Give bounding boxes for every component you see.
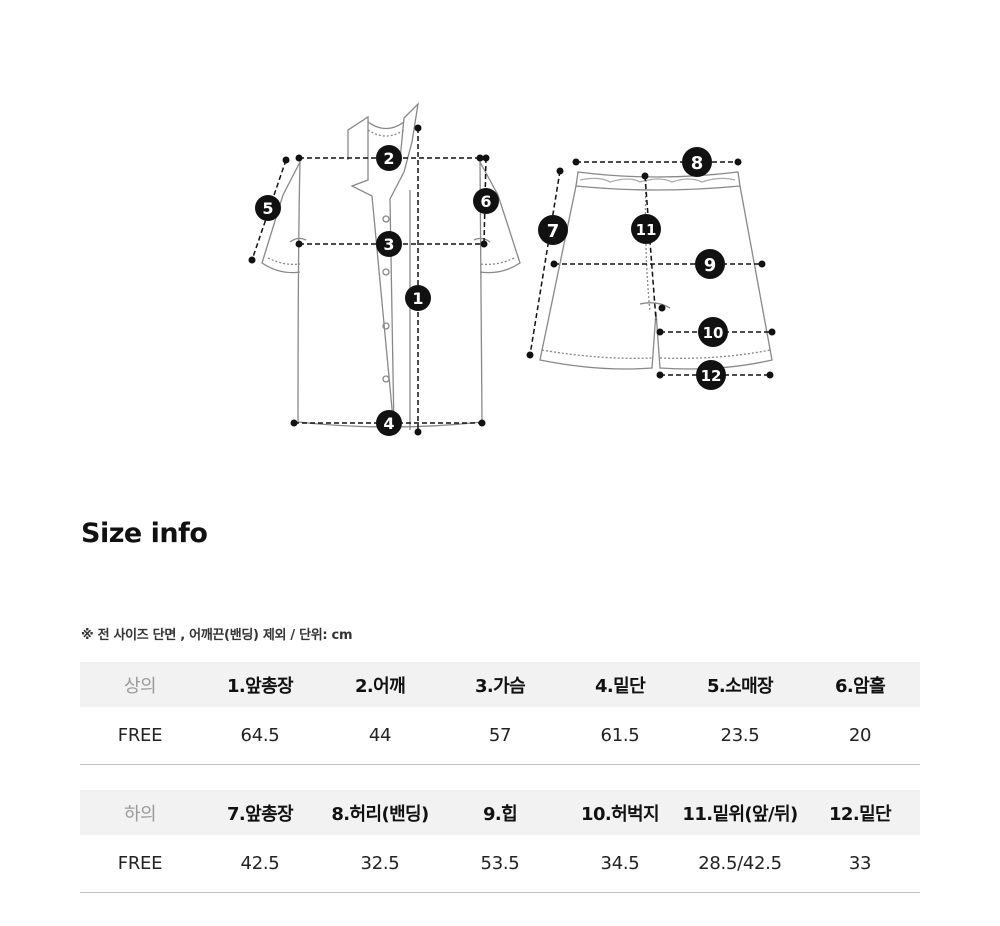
measurement-value: 42.5 (200, 835, 320, 893)
measurement-value: 33 (800, 835, 920, 893)
measurement-marker-2: 2 (376, 145, 402, 171)
bottom-header-cell: 9.힙 (440, 790, 560, 835)
size-label: FREE (80, 707, 200, 765)
table-row: FREE 42.5 32.5 53.5 34.5 28.5/42.5 33 (80, 835, 920, 893)
top-header-cell: 3.가슴 (440, 662, 560, 707)
measurement-value: 32.5 (320, 835, 440, 893)
measurement-marker-12: 12 (696, 360, 726, 390)
top-header-cell: 4.밑단 (560, 662, 680, 707)
svg-text:11: 11 (636, 221, 657, 239)
measurement-marker-8: 8 (682, 147, 712, 177)
top-table-header-row: 상의 1.앞총장 2.어깨 3.가슴 4.밑단 5.소매장 6.암홀 (80, 662, 920, 707)
size-info-title: Size info (81, 518, 208, 549)
top-header-cell: 1.앞총장 (200, 662, 320, 707)
shorts-illustration (539, 171, 773, 370)
garment-measurement-diagram: 1 2 3 4 5 6 7 8 9 10 11 12 (248, 102, 776, 436)
svg-text:12: 12 (701, 367, 722, 385)
measurement-value: 64.5 (200, 707, 320, 765)
measurement-marker-1: 1 (405, 285, 431, 311)
svg-text:8: 8 (691, 153, 704, 174)
top-header-cell: 6.암홀 (800, 662, 920, 707)
measurement-marker-3: 3 (376, 231, 402, 257)
bottom-size-table: 하의 7.앞총장 8.허리(밴딩) 9.힙 10.허벅지 11.밑위(앞/뒤) … (80, 790, 920, 893)
measurement-marker-7: 7 (538, 215, 568, 245)
measurement-marker-9: 9 (695, 249, 725, 279)
measurement-value: 20 (800, 707, 920, 765)
measurement-marker-6: 6 (473, 188, 499, 214)
svg-text:4: 4 (383, 414, 394, 433)
bottom-category-label: 하의 (80, 790, 200, 835)
measurement-value: 23.5 (680, 707, 800, 765)
size-label: FREE (80, 835, 200, 893)
svg-text:10: 10 (703, 324, 724, 342)
svg-text:9: 9 (704, 255, 717, 276)
measurement-marker-10: 10 (698, 317, 728, 347)
measurement-value: 28.5/42.5 (680, 835, 800, 893)
bottom-header-cell: 11.밑위(앞/뒤) (680, 790, 800, 835)
svg-text:3: 3 (383, 235, 394, 254)
svg-text:6: 6 (480, 192, 491, 211)
bottom-header-cell: 10.허벅지 (560, 790, 680, 835)
bottom-table-header-row: 하의 7.앞총장 8.허리(밴딩) 9.힙 10.허벅지 11.밑위(앞/뒤) … (80, 790, 920, 835)
top-header-cell: 2.어깨 (320, 662, 440, 707)
shirt-illustration (261, 102, 521, 431)
bottom-header-cell: 7.앞총장 (200, 790, 320, 835)
measurement-note: ※ 전 사이즈 단면 , 어깨끈(밴딩) 제외 / 단위: cm (81, 628, 353, 643)
measurement-marker-11: 11 (631, 214, 661, 244)
measurement-value: 34.5 (560, 835, 680, 893)
measurement-value: 57 (440, 707, 560, 765)
table-row: FREE 64.5 44 57 61.5 23.5 20 (80, 707, 920, 765)
svg-text:7: 7 (547, 221, 560, 242)
svg-text:1: 1 (412, 289, 423, 308)
measurement-value: 44 (320, 707, 440, 765)
measurement-marker-4: 4 (376, 410, 402, 436)
top-category-label: 상의 (80, 662, 200, 707)
top-header-cell: 5.소매장 (680, 662, 800, 707)
measurement-marker-5: 5 (255, 195, 281, 221)
measurement-endpoints (248, 124, 776, 436)
measurement-value: 53.5 (440, 835, 560, 893)
svg-text:2: 2 (383, 149, 394, 168)
bottom-header-cell: 12.밑단 (800, 790, 920, 835)
top-size-table: 상의 1.앞총장 2.어깨 3.가슴 4.밑단 5.소매장 6.암홀 FREE … (80, 662, 920, 765)
measurement-value: 61.5 (560, 707, 680, 765)
svg-text:5: 5 (262, 199, 273, 218)
bottom-header-cell: 8.허리(밴딩) (320, 790, 440, 835)
